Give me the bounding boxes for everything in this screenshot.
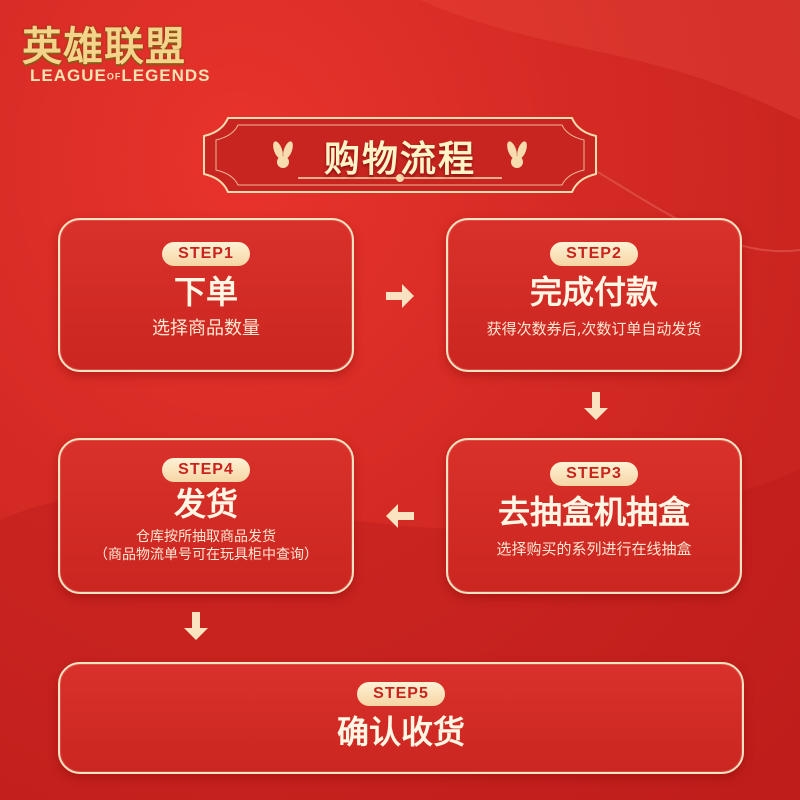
step-title: 完成付款 [529,273,658,311]
step-title: 下单 [173,273,238,311]
step-description: 获得次数券后,次数订单自动发货 [486,320,702,338]
arrow-down-icon [178,608,214,644]
step-title: 去抽盒机抽盒 [497,493,690,531]
step-card-4: STEP4 发货 仓库按所抽取商品发货 （商品物流单号可在玩具柜中查询） [58,438,354,594]
banner-title: 购物流程 [323,139,476,180]
arrow-down-icon [578,388,614,424]
logo-en-right: LEGENDS [121,66,211,85]
logo-en-of: OF [106,71,122,82]
step-card-3: STEP3 去抽盒机抽盒 选择购买的系列进行在线抽盒 [446,438,742,594]
logo-english-text: LEAGUEOFLEGENDS [30,66,211,86]
step-card-2: STEP2 完成付款 获得次数券后,次数订单自动发货 [446,218,742,372]
step-badge: STEP1 [162,242,250,266]
step-description-line1: 仓库按所抽取商品发货 [136,529,276,545]
logo-en-left: LEAGUE [30,66,107,85]
arrow-left-icon [382,498,418,534]
arrow-right-icon [382,278,418,314]
banner-frame [203,117,597,193]
rabbit-ornament-right [507,141,527,168]
step-title: 确认收货 [336,713,465,751]
step-description: 选择购买的系列进行在线抽盒 [496,540,692,558]
step-card-5: STEP5 确认收货 [58,662,744,774]
step-badge: STEP4 [162,458,250,482]
step-title: 发货 [173,485,238,523]
step-badge: STEP5 [357,682,445,706]
rabbit-ornament-left [273,141,293,168]
process-title-banner: 购物流程 [198,112,602,198]
step-description: 选择商品数量 [152,318,260,339]
logo-chinese-text: 英雄联盟 [22,23,186,70]
step-description-line2: （商品物流单号可在玩具柜中查询） [94,547,318,563]
step-badge: STEP2 [550,242,638,266]
league-of-legends-logo: 英雄联盟 LEAGUEOFLEGENDS [22,14,262,88]
step-card-1: STEP1 下单 选择商品数量 [58,218,354,372]
step-badge: STEP3 [550,462,638,486]
